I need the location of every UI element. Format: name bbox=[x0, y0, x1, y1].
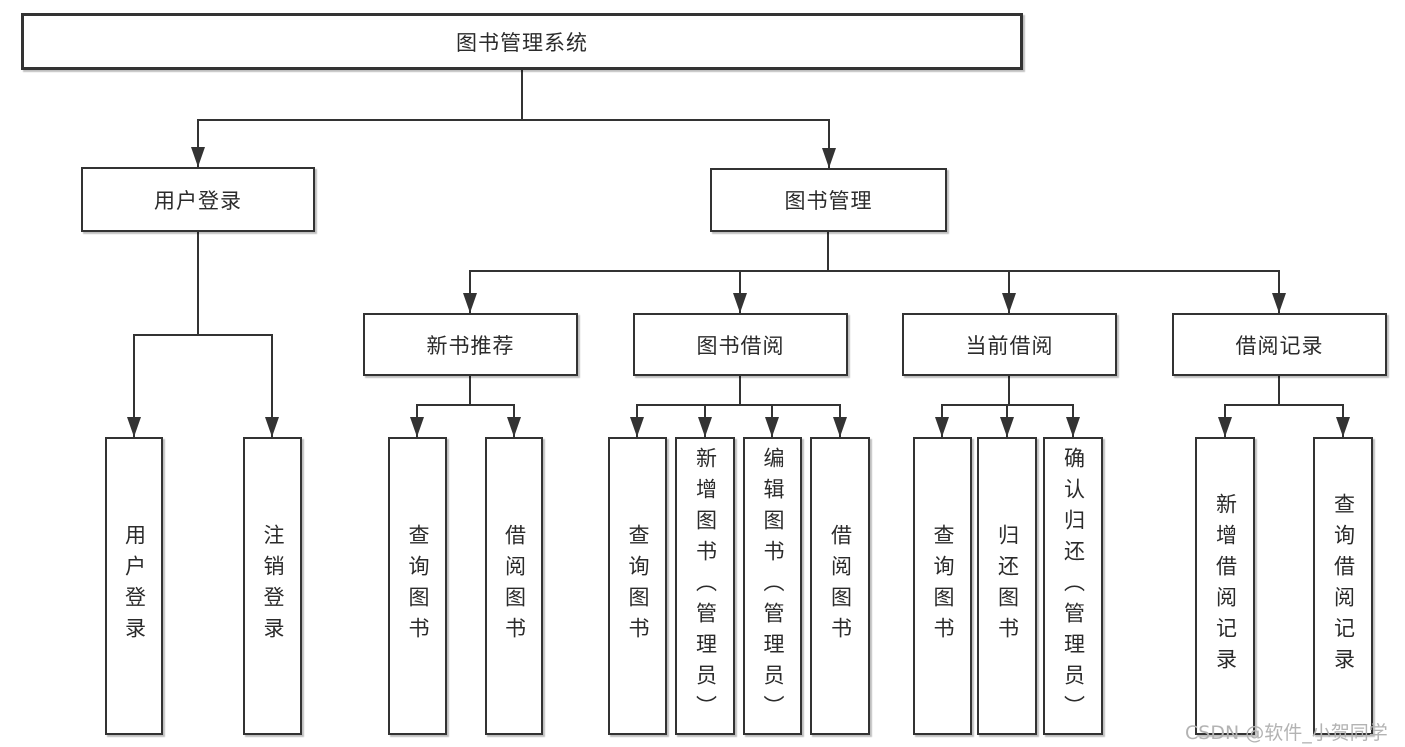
node-book-management: 图书管理 bbox=[710, 168, 947, 232]
node-label: 查询图书 bbox=[406, 524, 430, 648]
node-label: 图书借阅 bbox=[696, 333, 785, 358]
node-label: 图书管理系统 bbox=[456, 30, 588, 55]
node-label: 图书管理 bbox=[784, 189, 873, 213]
node-label: 查询借阅记录 bbox=[1331, 493, 1356, 679]
node-label: 查询图书 bbox=[931, 524, 955, 648]
leaf-edit-books-admin: 编辑图书（管理员） bbox=[743, 437, 802, 735]
leaf-query-books-recommendation: 查询图书 bbox=[388, 437, 447, 735]
node-label: 新书推荐 bbox=[426, 333, 515, 358]
node-label: 编辑图书（管理员） bbox=[761, 446, 785, 726]
leaf-logout: 注销登录 bbox=[243, 437, 302, 735]
node-new-book-recommendation: 新书推荐 bbox=[363, 313, 578, 376]
leaf-add-borrow-record: 新增借阅记录 bbox=[1195, 437, 1255, 735]
csdn-watermark: CSDN @软件_小贺同学 bbox=[1185, 722, 1388, 744]
node-label: 借阅图书 bbox=[828, 524, 853, 648]
leaf-return-books: 归还图书 bbox=[977, 437, 1037, 735]
leaf-borrow-books-recommendation: 借阅图书 bbox=[485, 437, 543, 735]
node-library-management-system: 图书管理系统 bbox=[21, 13, 1023, 70]
node-label: 用户登录 bbox=[122, 524, 147, 648]
node-user-login: 用户登录 bbox=[81, 167, 315, 232]
leaf-query-books-borrowing: 查询图书 bbox=[608, 437, 667, 735]
leaf-add-books-admin: 新增图书（管理员） bbox=[675, 437, 735, 735]
leaf-query-borrow-record: 查询借阅记录 bbox=[1313, 437, 1373, 735]
node-book-borrowing: 图书借阅 bbox=[633, 313, 848, 376]
node-label: 新增图书（管理员） bbox=[693, 446, 718, 726]
node-current-borrowing: 当前借阅 bbox=[902, 313, 1117, 376]
node-label: 查询图书 bbox=[626, 524, 650, 648]
leaf-borrow-books: 借阅图书 bbox=[810, 437, 870, 735]
node-label: 用户登录 bbox=[154, 188, 242, 213]
node-label: 确认归还（管理员） bbox=[1061, 446, 1086, 726]
node-label: 新增借阅记录 bbox=[1213, 493, 1238, 679]
node-borrowing-records: 借阅记录 bbox=[1172, 313, 1387, 376]
node-label: 当前借阅 bbox=[965, 333, 1054, 358]
leaf-confirm-return-admin: 确认归还（管理员） bbox=[1043, 437, 1103, 735]
node-label: 归还图书 bbox=[995, 524, 1020, 648]
node-label: 借阅图书 bbox=[502, 524, 527, 648]
node-label: 借阅记录 bbox=[1235, 333, 1324, 358]
leaf-query-books-current: 查询图书 bbox=[913, 437, 972, 735]
node-label: 注销登录 bbox=[261, 524, 285, 648]
leaf-user-login: 用户登录 bbox=[105, 437, 163, 735]
